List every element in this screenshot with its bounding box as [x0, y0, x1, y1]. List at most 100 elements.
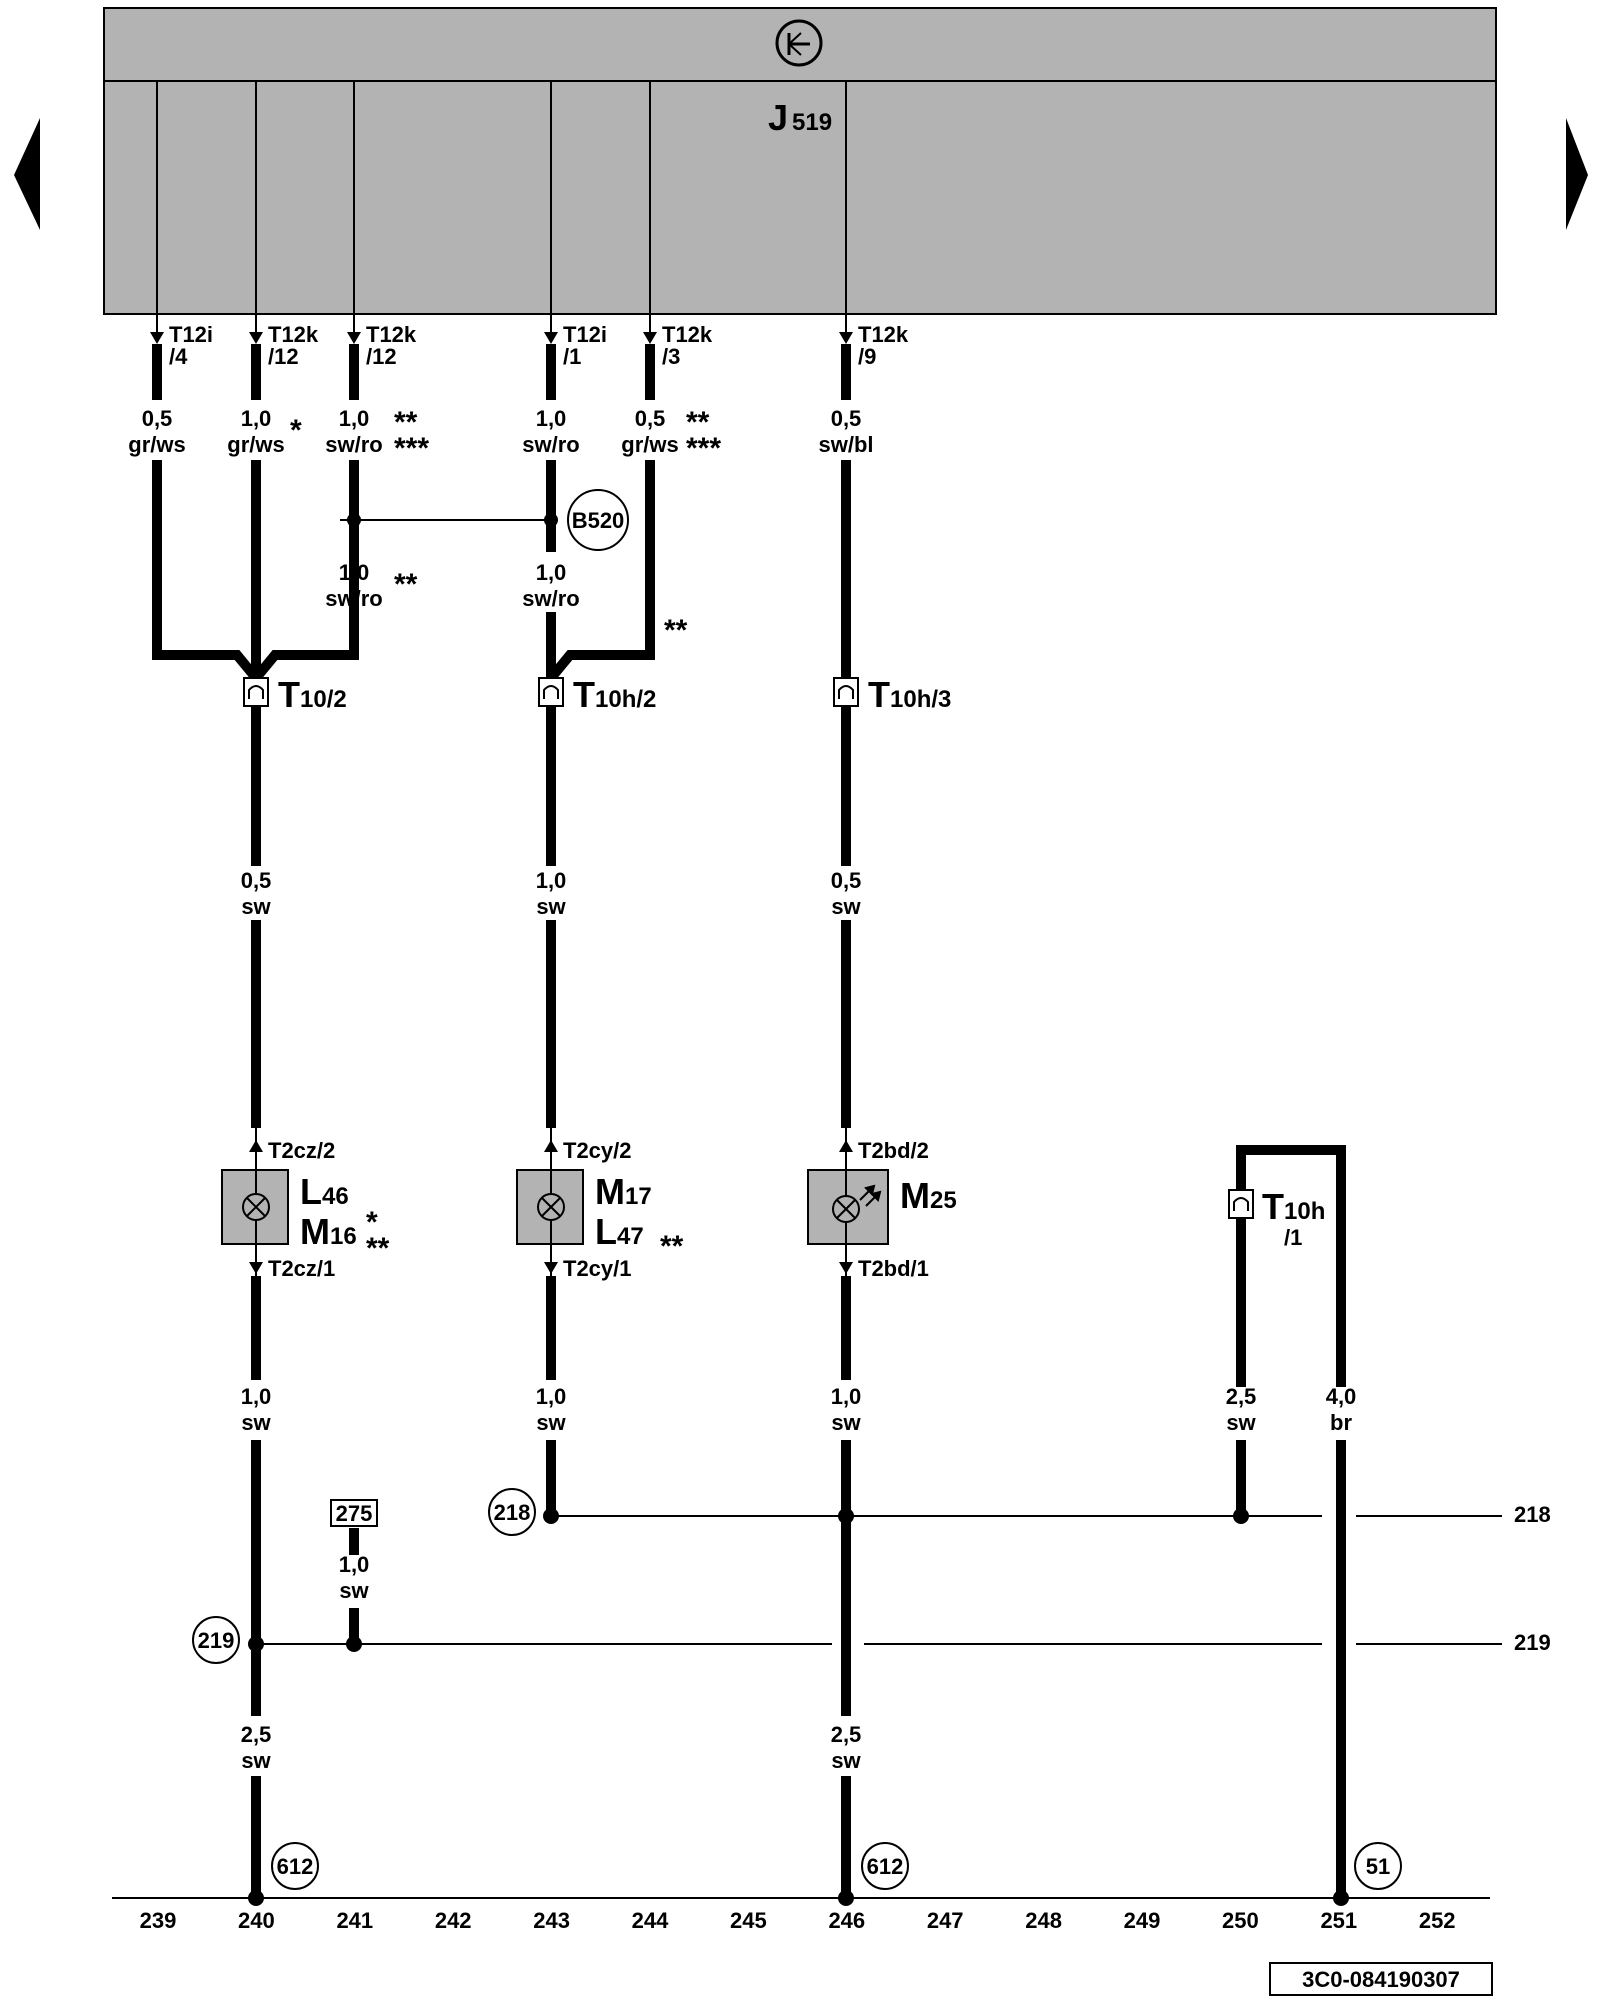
track-number: 240 — [238, 1908, 275, 1933]
wire-color: gr/ws — [227, 432, 284, 457]
wire-color: sw/bl — [818, 432, 873, 457]
wire-color: sw/ro — [522, 586, 579, 611]
pin-label-2-sub: /12 — [268, 344, 299, 369]
drawing-code: 3C0-084190307 — [1302, 1967, 1460, 1992]
pin-label-5: T12k — [662, 322, 713, 347]
pin-label-1: T12i — [169, 322, 213, 347]
reference-box-275 — [330, 1499, 378, 1527]
wire-size: 1,0 — [536, 868, 567, 893]
wire-size: 1,0 — [241, 406, 272, 431]
continuation-label-219: 219 — [1514, 1630, 1551, 1655]
drawing-code-box — [1269, 1962, 1493, 1996]
track-number: 239 — [140, 1908, 177, 1933]
pin-label-3: T12k — [366, 322, 417, 347]
wire-size: 2,5 — [831, 1722, 862, 1747]
next-page-arrow-icon[interactable] — [1566, 118, 1588, 230]
thin-wires — [112, 519, 1502, 1899]
pin-labels: T12i /4 T12k /12 T12k /12 T12i /1 T12k /… — [169, 322, 909, 369]
track-number: 246 — [828, 1908, 865, 1933]
connection-label: 218 — [494, 1500, 531, 1525]
svg-text:T10h: T10h — [1262, 1186, 1325, 1227]
component-pin-label: T2cy/1 — [563, 1256, 632, 1281]
pin-label-6-sub: /9 — [858, 344, 876, 369]
light-emission-icon — [859, 1184, 882, 1207]
component-pin-label: T2cz/2 — [268, 1138, 335, 1163]
wire-color: sw — [831, 1410, 861, 1435]
track-number: 243 — [533, 1908, 570, 1933]
component-l46-m16: L46 M16 * ** — [221, 1128, 390, 1276]
wire-color: gr/ws — [621, 432, 678, 457]
wire-size: 1,0 — [339, 560, 370, 585]
connection-612 — [271, 1842, 319, 1890]
track-number: 241 — [336, 1908, 373, 1933]
reference-box-label: 275 — [336, 1501, 373, 1526]
wire-size: 0,5 — [831, 406, 862, 431]
wire-size: 2,5 — [241, 1722, 272, 1747]
pin-label-4: T12i — [563, 322, 607, 347]
track-number: 245 — [730, 1908, 767, 1933]
track-number: 242 — [435, 1908, 472, 1933]
component-m17-l47: M17 L47 ** — [516, 1128, 684, 1276]
wire-size: 1,0 — [536, 560, 567, 585]
previous-page-arrow-icon[interactable] — [14, 118, 40, 230]
svg-text:L47: L47 — [595, 1211, 644, 1252]
wire-color: sw — [241, 894, 271, 919]
wire-color: sw/ro — [325, 586, 382, 611]
connection-219 — [192, 1616, 240, 1664]
wire-color: sw — [241, 1748, 271, 1773]
wire-size: 4,0 — [1326, 1384, 1357, 1409]
internal-lines — [156, 81, 847, 332]
connector-t10-2: T10/2 — [243, 674, 347, 715]
wire-color: sw — [536, 1410, 566, 1435]
svg-text:M17: M17 — [595, 1171, 652, 1212]
svg-text:M25: M25 — [900, 1175, 957, 1216]
footnote-mark: ** — [686, 406, 710, 439]
footnote-mark: ** — [664, 614, 688, 647]
footnote-mark: *** — [686, 432, 721, 465]
wire-size: 1,0 — [831, 1384, 862, 1409]
control-unit-symbol-icon — [775, 19, 823, 67]
wire-size: 2,5 — [1226, 1384, 1257, 1409]
connection-label: 612 — [277, 1854, 314, 1879]
footnote-mark: ** — [660, 1230, 684, 1263]
wire-size: 1,0 — [536, 406, 567, 431]
wire-size: 0,5 — [635, 406, 666, 431]
footnote-marks: * ** *** ** *** ** ** — [290, 406, 721, 647]
footnote-mark: *** — [394, 432, 429, 465]
footnote-mark: ** — [394, 406, 418, 439]
wire-color: sw/ro — [325, 432, 382, 457]
wire-color: sw/ro — [522, 432, 579, 457]
wire-size: 0,5 — [831, 868, 862, 893]
component-pin-label: T2bd/1 — [858, 1256, 929, 1281]
svg-text:T10h/3: T10h/3 — [868, 674, 951, 715]
wire-color: sw — [1226, 1410, 1256, 1435]
svg-text:T10/2: T10/2 — [278, 674, 347, 715]
wire-size: 0,5 — [241, 868, 272, 893]
pin-label-6: T12k — [858, 322, 909, 347]
connection-612 — [861, 1842, 909, 1890]
pin-label-5-sub: /3 — [662, 344, 680, 369]
connector-t10h-3: T10h/3 — [833, 674, 951, 715]
track-number: 248 — [1025, 1908, 1062, 1933]
footnote-mark: ** — [366, 1232, 390, 1265]
wire-labels: 0,5 gr/ws 1,0 gr/ws 1,0 sw/ro 1,0 sw/ro … — [128, 406, 1356, 1773]
wire-size: 1,0 — [339, 1552, 370, 1577]
connection-51 — [1354, 1842, 1402, 1890]
connection-label: 219 — [198, 1628, 235, 1653]
footnote-mark: ** — [394, 568, 418, 601]
connection-circles: 218 219 612 612 51 — [192, 1488, 1402, 1890]
wire-size: 1,0 — [536, 1384, 567, 1409]
wire-color: sw — [831, 1748, 861, 1773]
wire-color: sw — [831, 894, 861, 919]
control-unit-body — [103, 80, 1497, 315]
svg-text:T10h/2: T10h/2 — [573, 674, 656, 715]
svg-text:M16: M16 — [300, 1211, 357, 1252]
footnote-mark: * — [366, 1206, 378, 1239]
component-pin-label: T2bd/2 — [858, 1138, 929, 1163]
connector-t10h-1: T10h /1 — [1228, 1186, 1325, 1250]
wire-size: 1,0 — [241, 1384, 272, 1409]
pin-label-3-sub: /12 — [366, 344, 397, 369]
